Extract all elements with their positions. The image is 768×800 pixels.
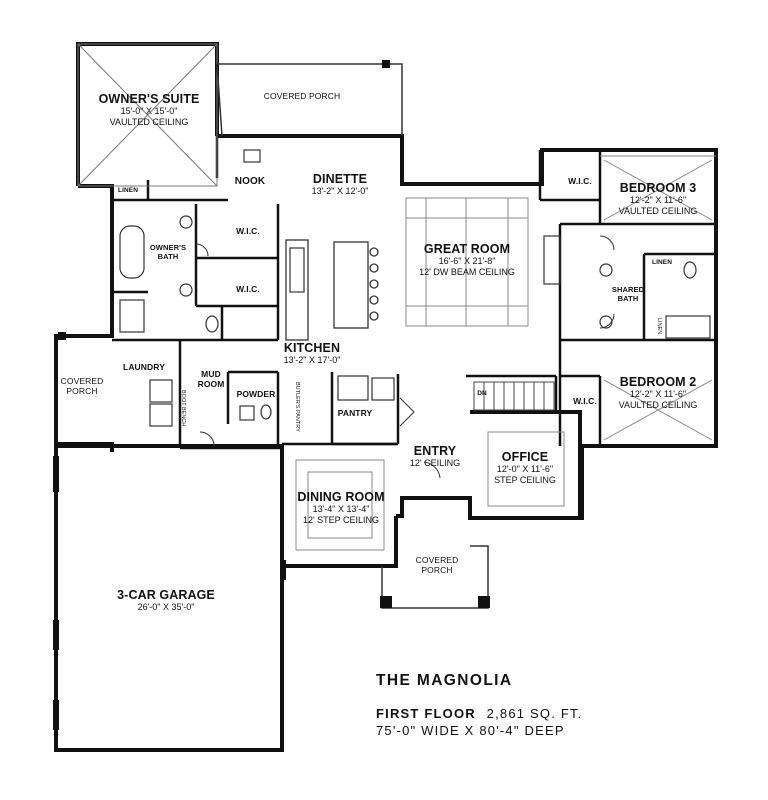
- room-dims: 13'-2" X 12'-0": [311, 186, 369, 197]
- appliances: [149, 149, 395, 427]
- room-dims: 15'-0" X 15'-0": [120, 106, 178, 117]
- interior-walls: [112, 136, 716, 450]
- room-laundry: LAUNDRY: [123, 362, 165, 373]
- room-wic-owner-1: W.I.C.: [236, 226, 260, 237]
- porch-columns: [58, 60, 490, 608]
- room-office: OFFICE 12'-0" X 11'-6" STEP CEILING: [494, 450, 556, 485]
- room-dinette: DINETTE 13'-2" X 12'-0": [312, 172, 369, 197]
- room-name: KITCHEN: [283, 341, 341, 355]
- room-bedroom3: BEDROOM 3 12'-2" X 11'-6" VAULTED CEILIN…: [619, 181, 698, 216]
- room-dims: 12'-0" X 11'-6": [496, 464, 554, 475]
- room-name: LINEN: [656, 318, 662, 335]
- room-name: DN: [477, 390, 487, 397]
- doors: [195, 235, 615, 479]
- kitchen-island: [285, 239, 379, 341]
- stairs: [473, 381, 555, 411]
- room-name: POWDER: [236, 389, 276, 399]
- room-dims: 13'-2" X 17'-0": [283, 355, 341, 366]
- room-boot-bench: BOOT BENCH: [180, 390, 186, 426]
- room-ceiling: 12' STEP CEILING: [302, 514, 380, 525]
- room-dn: DN: [477, 390, 487, 397]
- square-feet: 2,861 SQ. FT.: [486, 706, 583, 721]
- room-owners-bath: OWNER'S BATH: [148, 243, 188, 261]
- room-shared-bath: SHARED BATH: [608, 285, 648, 303]
- room-name: 3-CAR GARAGE: [117, 588, 215, 602]
- room-name: BEDROOM 3: [619, 181, 697, 195]
- room-ceiling: 12' CEILING: [409, 458, 461, 469]
- room-name: GREAT ROOM: [423, 242, 511, 256]
- overall-size: 75'-0" WIDE X 80'-4" DEEP: [376, 723, 565, 738]
- room-dining-room: DINING ROOM 13'-4" X 13'-4" 12' STEP CEI…: [297, 490, 384, 525]
- plan-floor-line: FIRST FLOOR 2,861 SQ. FT.: [376, 706, 582, 721]
- room-name: BEDROOM 2: [619, 375, 697, 389]
- room-wic-bed2: W.I.C.: [573, 396, 597, 407]
- room-name: COVERED PORCH: [263, 91, 341, 101]
- room-great-room: GREAT ROOM 16'-6" X 21'-8" 12' DW BEAM C…: [419, 242, 515, 277]
- room-covered-porch-side: COVERED PORCH: [57, 376, 107, 397]
- plan-name: THE MAGNOLIA: [376, 672, 513, 689]
- room-ceiling: STEP CEILING: [494, 474, 556, 485]
- room-dims: 12'-2" X 11'-6": [629, 195, 687, 206]
- room-covered-porch-rear: COVERED PORCH: [263, 91, 341, 102]
- room-butlers-pantry: BUTLER'S PANTRY: [294, 382, 300, 432]
- room-dims: 13'-4" X 13'-4": [312, 504, 370, 515]
- room-name: ENTRY: [413, 444, 457, 458]
- room-ceiling: 12' DW BEAM CEILING: [419, 266, 515, 277]
- ceiling-detail-lines: [295, 155, 716, 551]
- room-wic-owner-2: W.I.C.: [236, 284, 260, 295]
- room-ceiling: VAULTED CEILING: [618, 205, 698, 216]
- room-bedroom2: BEDROOM 2 12'-2" X 11'-6" VAULTED CEILIN…: [619, 375, 698, 410]
- hatched-walls: [77, 43, 218, 187]
- porch-outlines: [216, 63, 489, 609]
- room-name: W.I.C.: [236, 284, 260, 294]
- room-name: W.I.C.: [573, 396, 597, 406]
- room-garage: 3-CAR GARAGE 26'-0" X 35'-0": [117, 588, 215, 613]
- plan-title-block: THE MAGNOLIA FIRST FLOOR 2,861 SQ. FT. 7…: [376, 672, 582, 738]
- room-name: W.I.C.: [568, 176, 592, 186]
- garage-door-marks: [53, 456, 286, 730]
- room-ceiling: VAULTED CEILING: [109, 116, 189, 127]
- room-name: BUTLER'S PANTRY: [294, 382, 300, 432]
- room-name: OWNER'S BATH: [149, 243, 187, 261]
- room-name: NOOK: [234, 176, 266, 187]
- room-name: DINETTE: [312, 172, 368, 186]
- room-linen-bed: LINEN: [652, 259, 672, 266]
- room-linen-bed2: LINEN: [656, 318, 662, 334]
- room-name: COVERED PORCH: [415, 555, 459, 575]
- room-name: OWNER'S SUITE: [98, 92, 200, 106]
- room-name: DINING ROOM: [297, 490, 385, 504]
- room-linen-owner: LINEN: [118, 187, 138, 194]
- room-name: BOOT BENCH: [180, 390, 186, 427]
- room-kitchen: KITCHEN 13'-2" X 17'-0": [284, 341, 341, 366]
- room-mud-room: MUD ROOM: [196, 369, 226, 390]
- room-name: W.I.C.: [236, 226, 260, 236]
- room-name: COVERED PORCH: [60, 376, 104, 396]
- bath-fixtures: [119, 215, 711, 421]
- room-nook: NOOK: [235, 176, 265, 188]
- room-name: LINEN: [118, 187, 138, 194]
- room-dims: 16'-6" X 21'-8": [438, 256, 496, 267]
- room-name: MUD ROOM: [197, 369, 225, 389]
- room-name: LAUNDRY: [123, 362, 165, 372]
- room-wic-bed3: W.I.C.: [568, 176, 592, 187]
- room-dims: 26'-0" X 35'-0": [137, 602, 195, 613]
- room-powder: POWDER: [236, 389, 276, 400]
- room-dims: 12'-2" X 11'-6": [629, 389, 687, 400]
- room-pantry: PANTRY: [337, 408, 373, 419]
- room-name: PANTRY: [337, 408, 373, 418]
- room-name: LINEN: [652, 259, 672, 266]
- room-name: SHARED BATH: [611, 285, 645, 303]
- room-name: OFFICE: [501, 450, 549, 464]
- exterior-walls: [54, 42, 718, 752]
- room-covered-porch-front: COVERED PORCH: [415, 555, 459, 576]
- floor-label: FIRST FLOOR: [376, 706, 476, 721]
- room-ceiling: VAULTED CEILING: [618, 399, 698, 410]
- room-owners-suite: OWNER'S SUITE 15'-0" X 15'-0" VAULTED CE…: [99, 92, 200, 127]
- room-entry: ENTRY 12' CEILING: [410, 444, 460, 469]
